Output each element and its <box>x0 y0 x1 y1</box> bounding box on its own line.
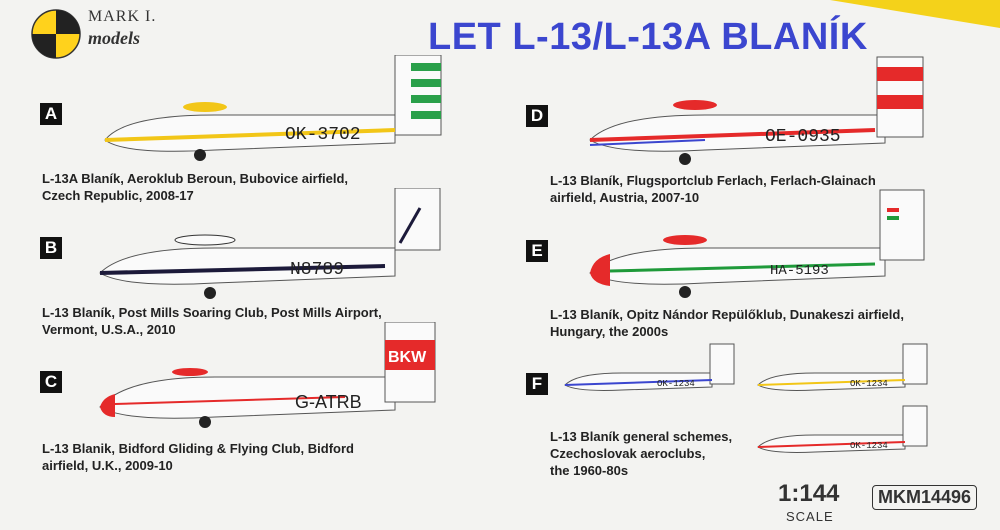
scale-value: 1:144 <box>778 480 840 507</box>
caption-f-line3: the 1960-80s <box>550 463 629 478</box>
scheme-badge-f: F <box>526 373 548 395</box>
page-title: LET L-13/L-13A BLANÍK <box>428 16 868 58</box>
caption-a-line2: Czech Republic, 2008-17 <box>42 188 194 203</box>
glider-profile-f2: OK-1234 <box>757 343 928 391</box>
checkered-roundel-icon <box>31 9 81 59</box>
scheme-badge-d: D <box>526 105 548 127</box>
caption-f-line2: Czechoslovak aeroclubs, <box>550 446 706 461</box>
registration-text-b: N8789 <box>290 260 344 280</box>
caption-c-line1: L-13 Blanik, Bidford Gliding & Flying Cl… <box>42 441 354 456</box>
registration-text-e: HA-5193 <box>770 263 829 279</box>
glider-profile-f1: OK-1234 <box>564 343 735 391</box>
caption-c: L-13 Blanik, Bidford Gliding & Flying Cl… <box>42 440 354 474</box>
registration-text-f3: OK-1234 <box>850 441 888 451</box>
caption-f-line1: L-13 Blaník general schemes, <box>550 429 733 444</box>
caption-b-line2: Vermont, U.S.A., 2010 <box>42 322 176 337</box>
caption-b-line1: L-13 Blaník, Post Mills Soaring Club, Po… <box>42 305 382 320</box>
glider-profile-d: OE-0935 <box>589 56 924 165</box>
brand-name: MARK I. <box>88 8 157 25</box>
brand-subname: models <box>88 28 140 48</box>
scheme-badge-c: C <box>40 371 62 393</box>
registration-text-f1: OK-1234 <box>657 379 695 389</box>
caption-b: L-13 Blaník, Post Mills Soaring Club, Po… <box>42 304 382 338</box>
caption-f: L-13 Blaník general schemes, Czechoslova… <box>550 428 732 479</box>
scheme-badge-b: B <box>40 237 62 259</box>
caption-a: L-13A Blaník, Aeroklub Beroun, Bubovice … <box>42 170 348 204</box>
caption-e: L-13 Blaník, Opitz Nándor Repülőklub, Du… <box>550 306 904 340</box>
registration-text-d: OE-0935 <box>765 127 841 147</box>
registration-text-a: OK-3702 <box>285 125 361 145</box>
product-code: MKM14496 <box>872 485 978 510</box>
registration-text-c: G-ATRB <box>295 392 362 412</box>
registration-text-f2: OK-1234 <box>850 379 888 389</box>
yellow-corner-decoration <box>830 0 1000 28</box>
glider-profile-f3: OK-1234 <box>757 405 928 453</box>
glider-profile-b: N8789 <box>99 188 441 299</box>
tail-text-c: BKW <box>388 349 427 366</box>
caption-d-line2: airfield, Austria, 2007-10 <box>550 190 700 205</box>
caption-c-line2: airfield, U.K., 2009-10 <box>42 458 173 473</box>
scheme-badge-e: E <box>526 240 548 262</box>
caption-e-line2: Hungary, the 2000s <box>550 324 669 339</box>
glider-profile-e: HA-5193 <box>589 189 925 298</box>
scale-label: SCALE <box>786 509 834 524</box>
glider-profile-c: BKW G-ATRB <box>99 322 436 428</box>
caption-e-line1: L-13 Blaník, Opitz Nándor Repülőklub, Du… <box>550 307 904 322</box>
caption-d: L-13 Blaník, Flugsportclub Ferlach, Ferl… <box>550 172 876 206</box>
brand-logo: MARK I. models <box>30 4 190 64</box>
scheme-badge-a: A <box>40 103 62 125</box>
glider-profile-a: OK-3702 <box>104 55 442 161</box>
caption-d-line1: L-13 Blaník, Flugsportclub Ferlach, Ferl… <box>550 173 876 188</box>
caption-a-line1: L-13A Blaník, Aeroklub Beroun, Bubovice … <box>42 171 349 186</box>
